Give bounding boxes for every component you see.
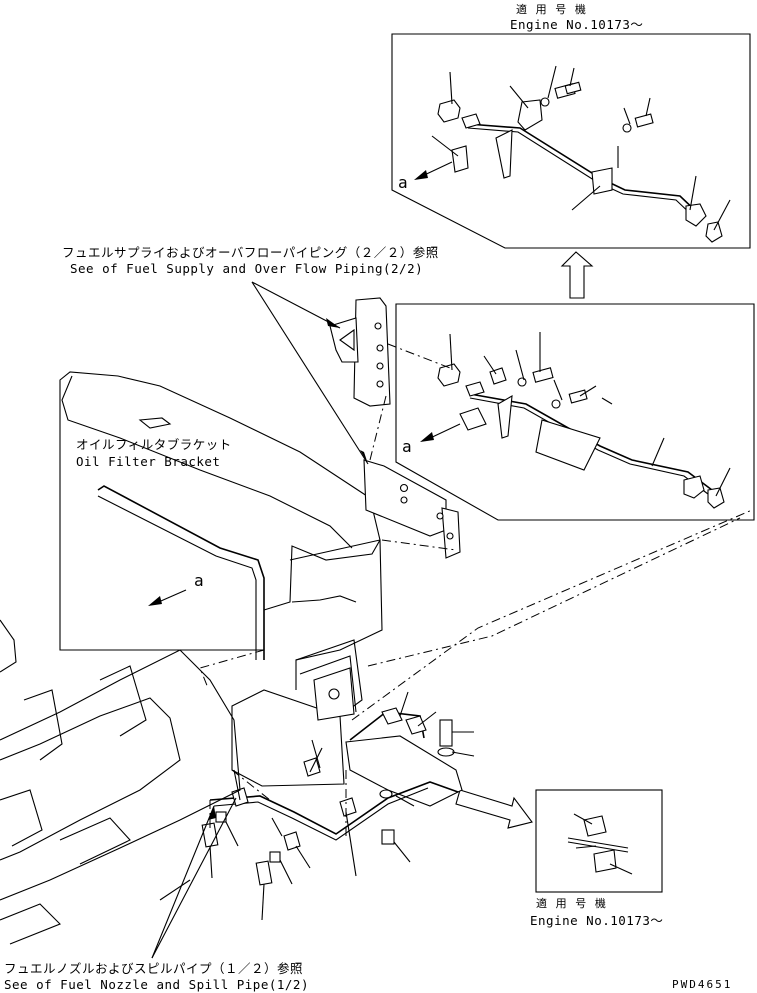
fuel-nozzle-caption-en: See of Fuel Nozzle and Spill Pipe(1/2): [4, 977, 309, 992]
top-applicable-jp: 適 用 号 機: [516, 3, 587, 16]
bottom-detail-panel: [535, 789, 663, 893]
engine-block: [0, 619, 241, 945]
top-detail-panel: [391, 33, 751, 249]
drawing-code: PWD4651: [672, 978, 733, 991]
upward-arrow: [560, 251, 594, 299]
bottom-applicable-jp: 適 用 号 機: [536, 897, 607, 910]
oil-filter-caption-en: Oil Filter Bracket: [76, 454, 221, 469]
detail-arrow-right: [455, 789, 533, 829]
view-a-label-main: a: [194, 571, 205, 590]
fuel-supply-caption-jp: フュエルサプライおよびオーバフローパイピング（２／２）参照: [62, 245, 439, 260]
view-a-label-top: a: [398, 173, 409, 192]
view-a-label-middle: a: [402, 437, 413, 456]
middle-detail-panel: [395, 303, 755, 521]
oil-filter-caption-jp: オイルフィルタブラケット: [76, 437, 232, 452]
fuel-supply-caption-en: See of Fuel Supply and Over Flow Piping(…: [70, 261, 424, 276]
fuel-nozzle-caption-jp: フュエルノズルおよびスピルパイプ（１／２）参照: [4, 961, 304, 976]
bottom-engine-number: Engine No.10173～: [530, 913, 664, 928]
main-assembly: [59, 281, 753, 959]
top-engine-number: Engine No.10173～: [510, 17, 644, 32]
